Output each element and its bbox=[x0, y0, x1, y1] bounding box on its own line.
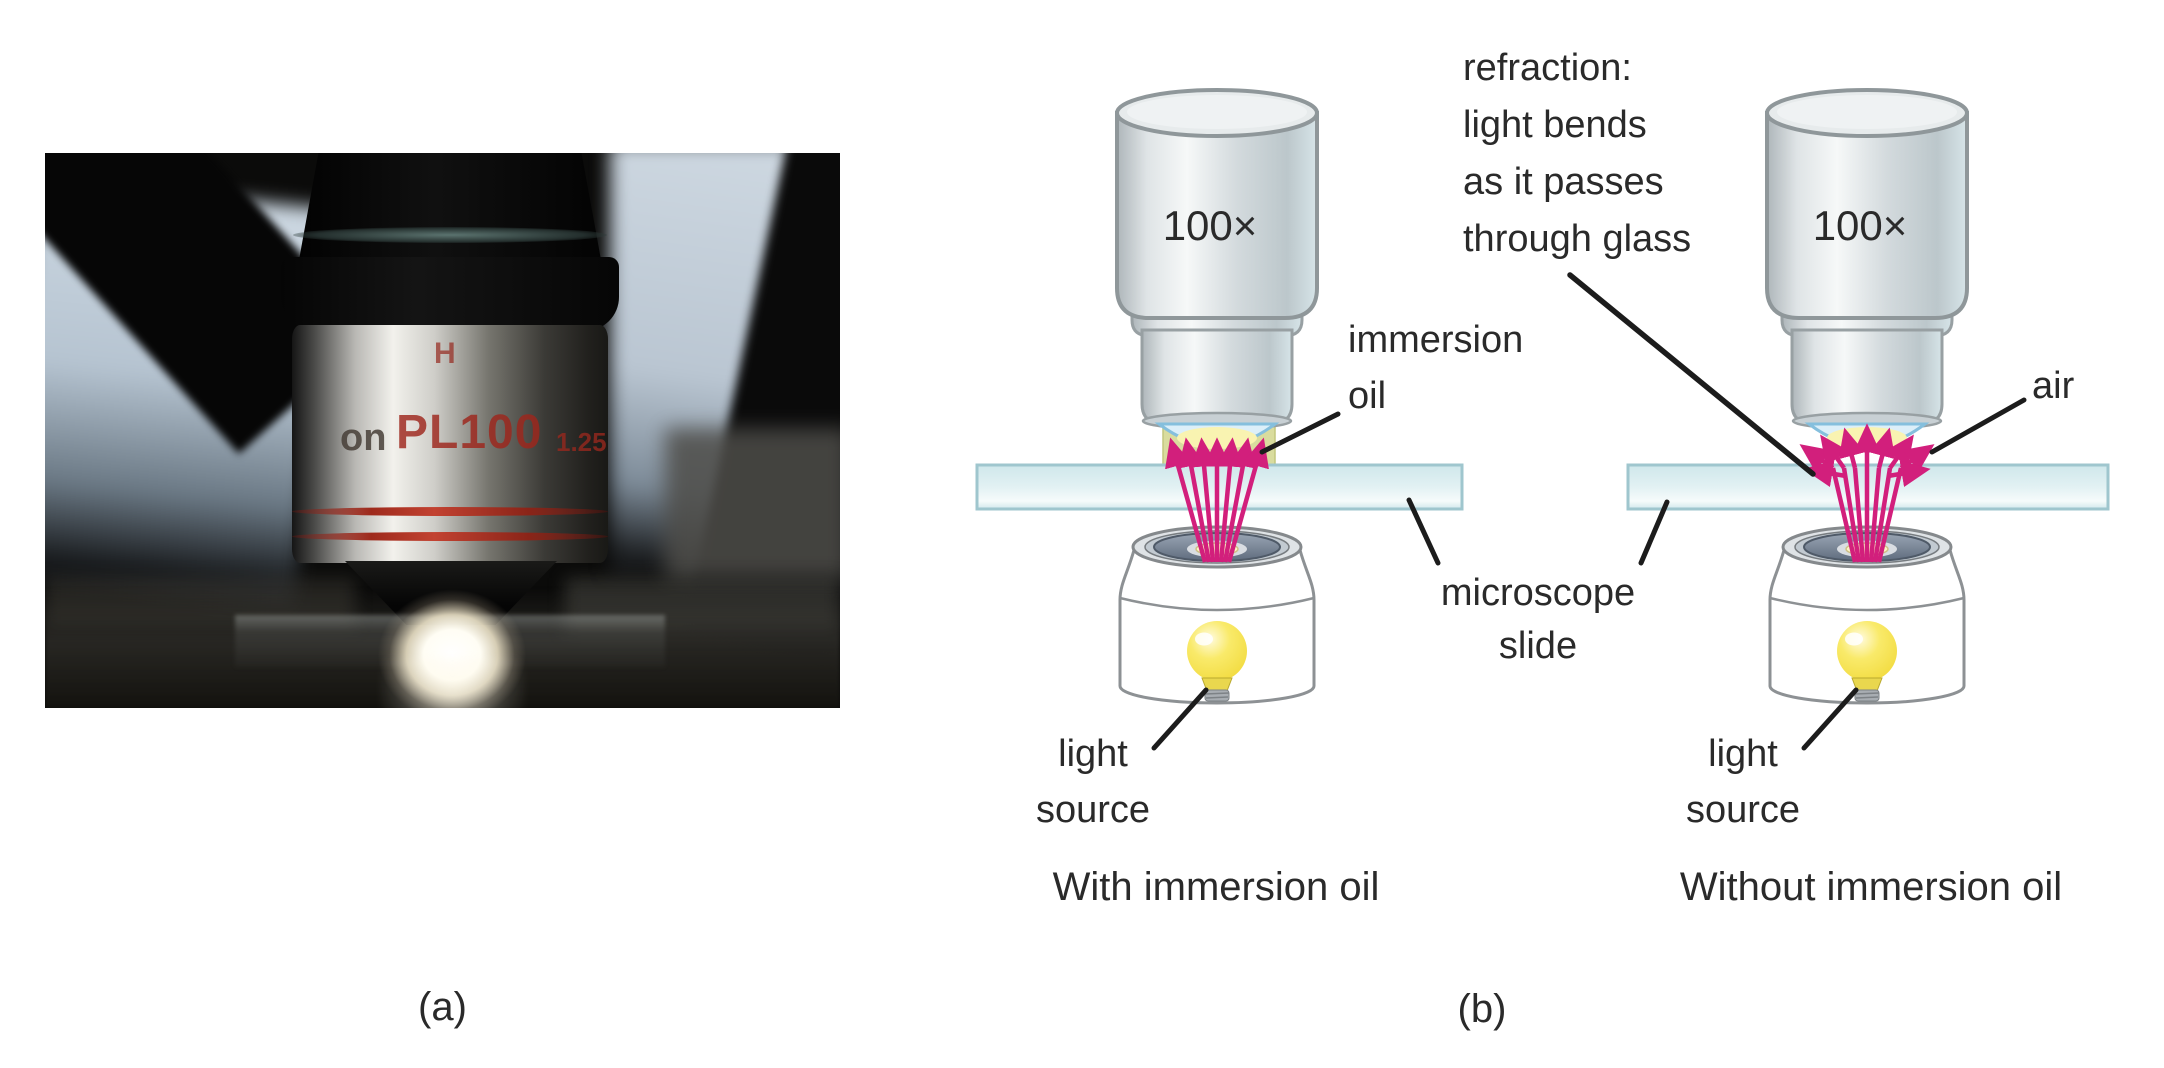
light-source-label-right-line1: light bbox=[1708, 733, 1778, 775]
objective-marking-prefix: on bbox=[340, 417, 387, 459]
objective-lens-left bbox=[1115, 88, 1319, 451]
refraction-note-line2: light bends bbox=[1463, 104, 1647, 146]
objective-marking-main: PL100 bbox=[396, 406, 543, 459]
refraction-note-line3: as it passes bbox=[1463, 161, 1664, 203]
immersion-oil-leader bbox=[1259, 411, 1341, 455]
photo-red-ring-2 bbox=[292, 532, 608, 541]
photo-objective-ring-highlight bbox=[293, 227, 607, 243]
diagram-immersion-oil: 100× With immersion oil light source bbox=[975, 47, 2110, 1031]
immersion-oil-label-line2: oil bbox=[1348, 375, 1386, 417]
air-leader bbox=[1929, 397, 2027, 455]
caption-with-oil: With immersion oil bbox=[1053, 865, 1380, 909]
light-source-leader-right bbox=[1801, 687, 1859, 751]
light-source-leader-left bbox=[1151, 687, 1209, 751]
light-rays-below-slide bbox=[1830, 467, 1904, 563]
photo-oil-immersion-lens: H on PL100 1.25 bbox=[45, 153, 840, 708]
light-rays-unrefracted bbox=[1165, 437, 1269, 563]
refraction-leader bbox=[1567, 272, 1816, 477]
photo-red-ring-1 bbox=[292, 507, 608, 516]
photo-blurred-block bbox=[665, 428, 840, 578]
refraction-note-line4: through glass bbox=[1463, 218, 1691, 260]
objective-marking-side: 1.25 bbox=[556, 427, 607, 457]
slide-leader-right bbox=[1638, 499, 1670, 566]
microscope-slide-left bbox=[975, 463, 1464, 511]
objective-lens-right bbox=[1765, 88, 1969, 451]
photo-objective-collar bbox=[281, 257, 619, 331]
panel-a-caption: (a) bbox=[418, 985, 467, 1029]
diagram-without-oil: 100× Without immersion oil light source bbox=[1626, 88, 2110, 909]
photo-objective-barrel: H on PL100 1.25 bbox=[292, 325, 608, 563]
air-label: air bbox=[2032, 365, 2075, 407]
refraction-note-line1: refraction: bbox=[1463, 47, 1632, 89]
magnification-label-left: 100× bbox=[1163, 202, 1258, 249]
light-source-label-left-line2: source bbox=[1036, 789, 1150, 831]
light-rays-refracted bbox=[1799, 423, 1935, 488]
diagram-with-oil: 100× With immersion oil light source bbox=[975, 88, 1464, 909]
panel-b-caption: (b) bbox=[1458, 987, 1507, 1031]
caption-without-oil: Without immersion oil bbox=[1680, 865, 2062, 909]
objective-marking-top: H bbox=[434, 337, 456, 370]
light-source-label-right-line2: source bbox=[1686, 789, 1800, 831]
light-source-label-left-line1: light bbox=[1058, 733, 1128, 775]
annotations: refraction: light bends as it passes thr… bbox=[1259, 47, 2075, 1031]
photo-glow-reflection bbox=[380, 658, 525, 708]
microscope-slide-label-line1: microscope bbox=[1441, 572, 1635, 614]
magnification-label-right: 100× bbox=[1813, 202, 1908, 249]
immersion-oil-label-line1: immersion bbox=[1348, 319, 1523, 361]
photo-objective-mount bbox=[297, 153, 603, 271]
slide-leader-left bbox=[1406, 497, 1441, 566]
microscope-slide-label-line2: slide bbox=[1499, 625, 1577, 667]
